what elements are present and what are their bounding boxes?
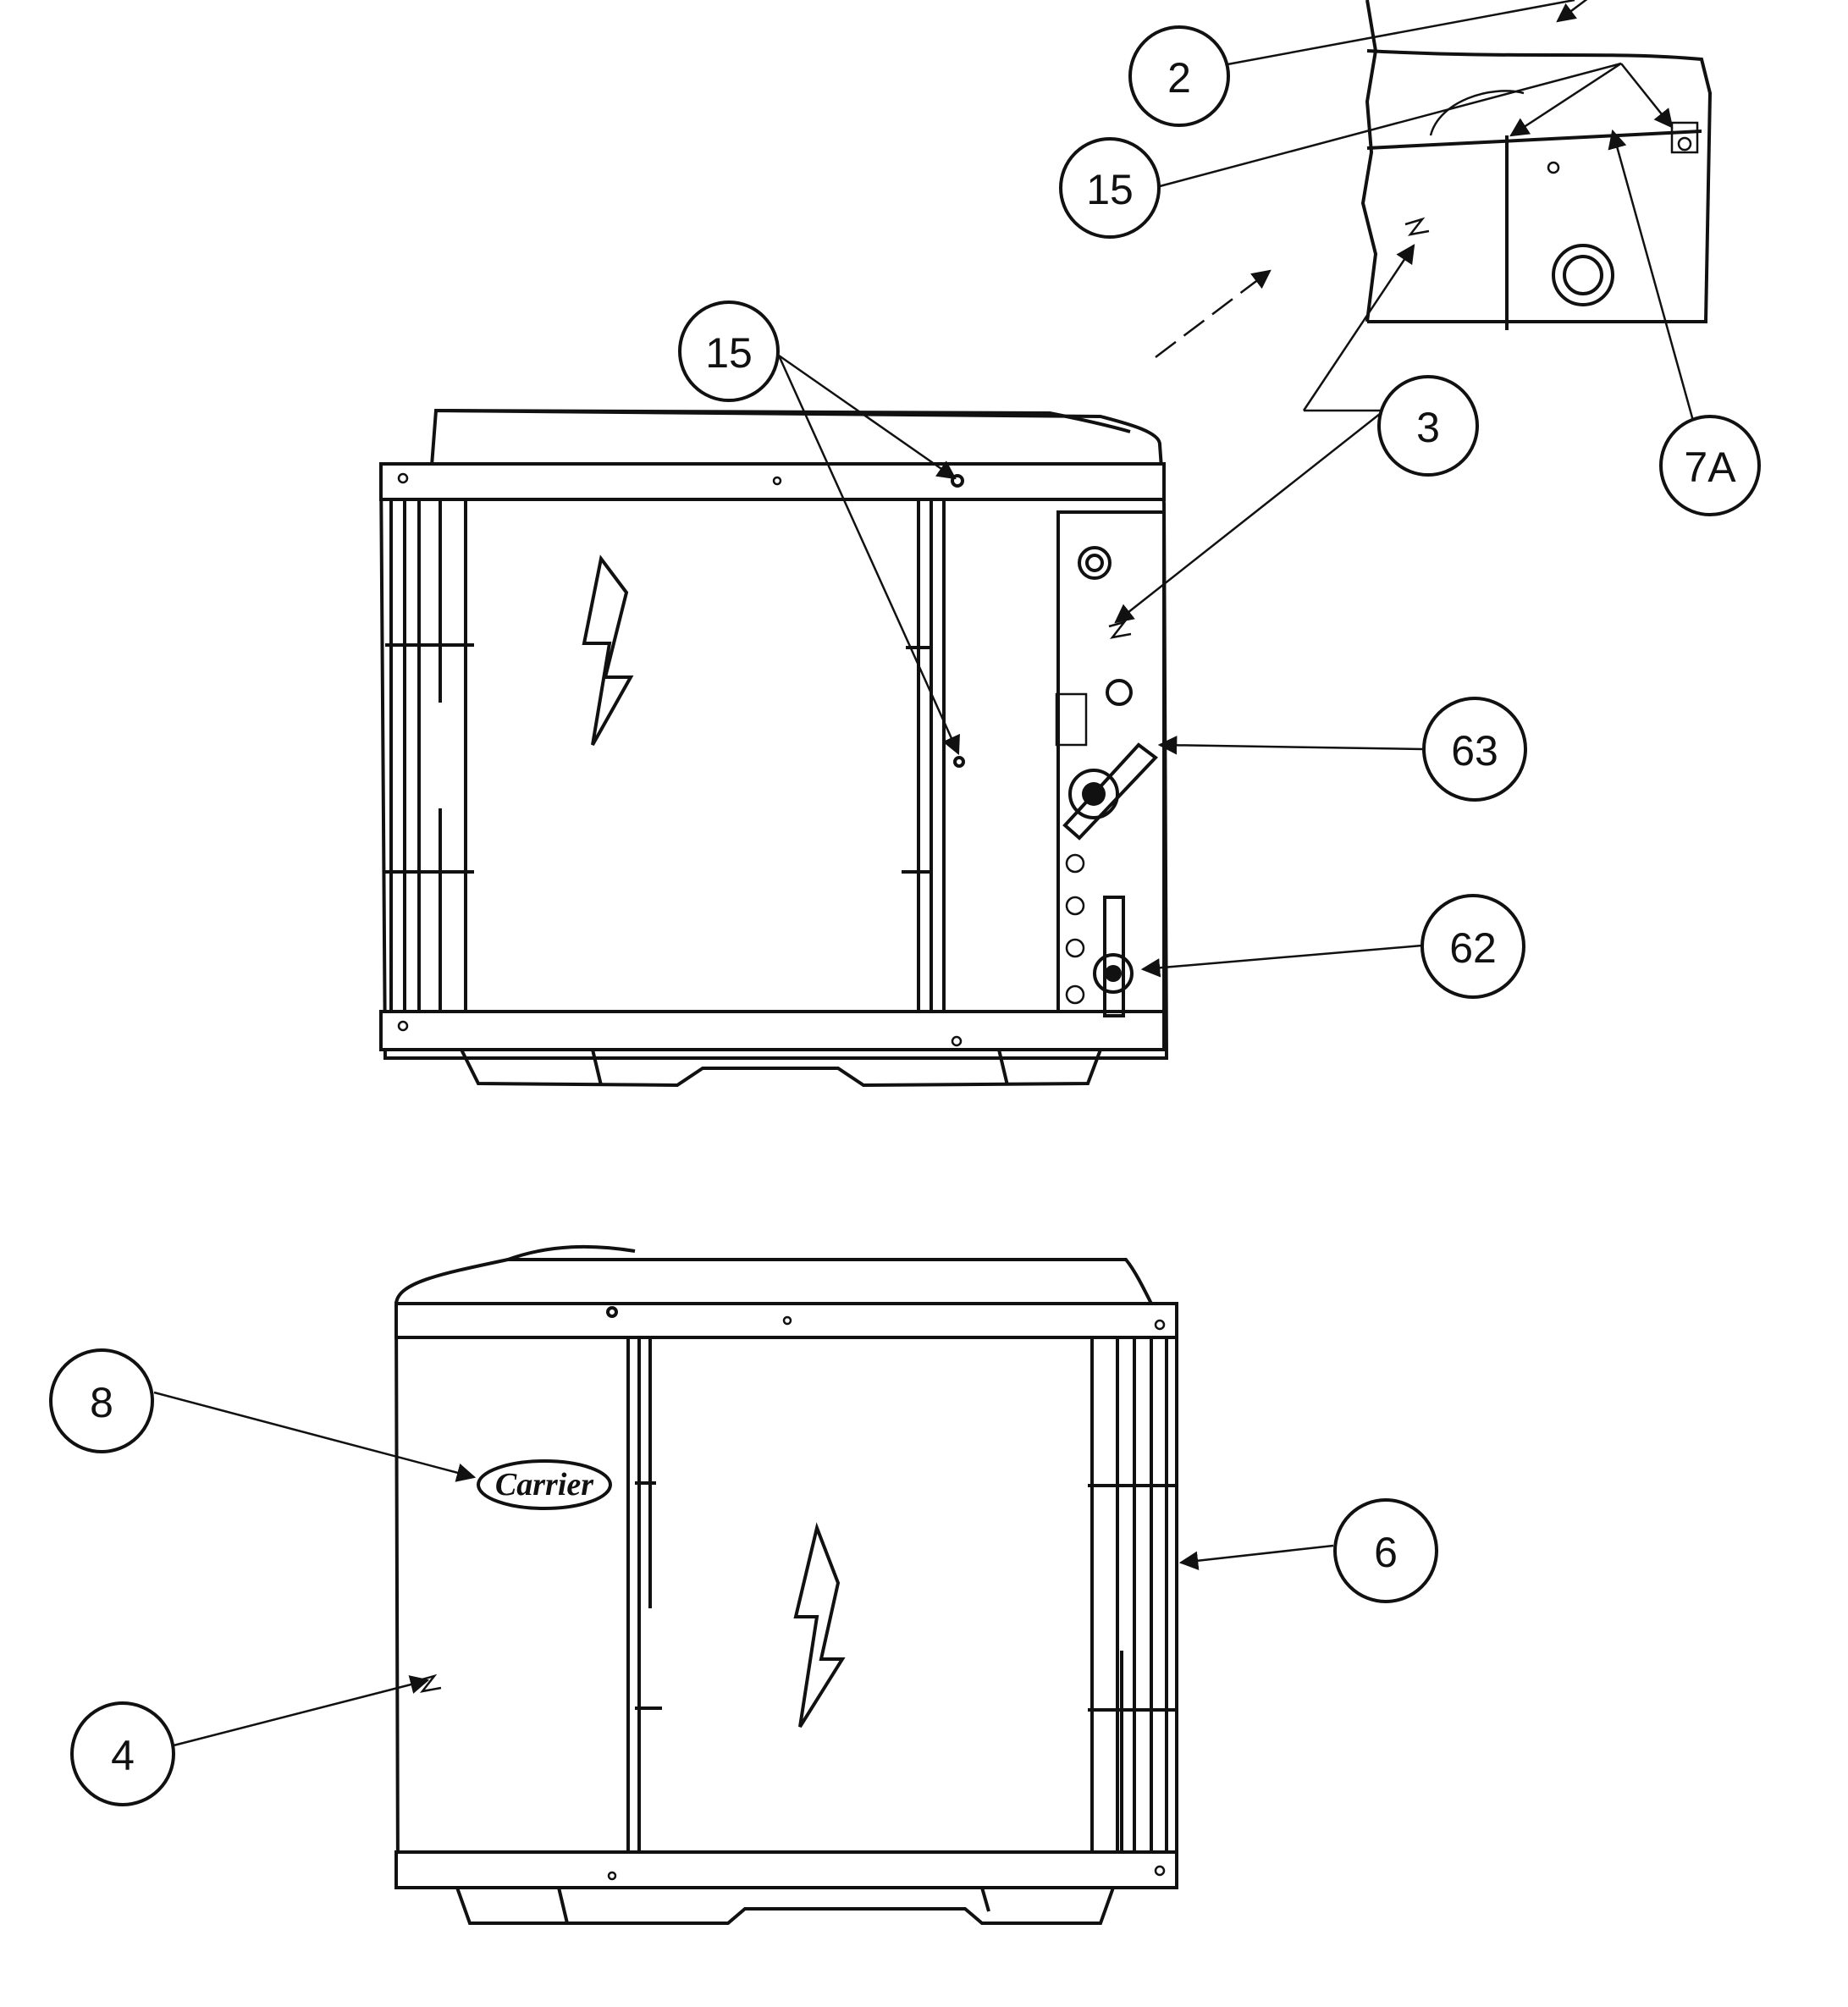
detail-view — [1360, 0, 1713, 330]
bottom-unit — [394, 1244, 1178, 1925]
middle-unit — [378, 408, 1169, 1088]
svg-text:15: 15 — [705, 329, 753, 377]
callout-4: 4 — [70, 1701, 175, 1806]
callout-62: 62 — [1420, 894, 1525, 999]
callout-7a: 7A — [1659, 415, 1761, 516]
callout-15-mid: 15 — [678, 300, 780, 402]
brand-logo-text: Carrier — [495, 1467, 594, 1502]
callout-3: 3 — [1377, 375, 1479, 477]
leader-lines — [153, 0, 1699, 1747]
svg-text:7A: 7A — [1684, 444, 1736, 491]
svg-text:3: 3 — [1416, 404, 1440, 451]
callout-2: 2 — [1128, 25, 1230, 127]
direction-arrow — [1155, 269, 1272, 358]
brand-logo-badge — [477, 1459, 612, 1510]
svg-text:4: 4 — [111, 1732, 135, 1779]
svg-text:15: 15 — [1086, 166, 1134, 213]
svg-text:8: 8 — [90, 1379, 113, 1426]
svg-text:63: 63 — [1451, 727, 1498, 775]
callout-63: 63 — [1422, 697, 1527, 802]
callout-15-top: 15 — [1059, 137, 1161, 239]
svg-text:6: 6 — [1374, 1529, 1398, 1576]
svg-text:2: 2 — [1167, 54, 1191, 102]
svg-text:62: 62 — [1449, 924, 1497, 972]
callout-6: 6 — [1333, 1498, 1438, 1603]
callout-8: 8 — [49, 1348, 154, 1453]
